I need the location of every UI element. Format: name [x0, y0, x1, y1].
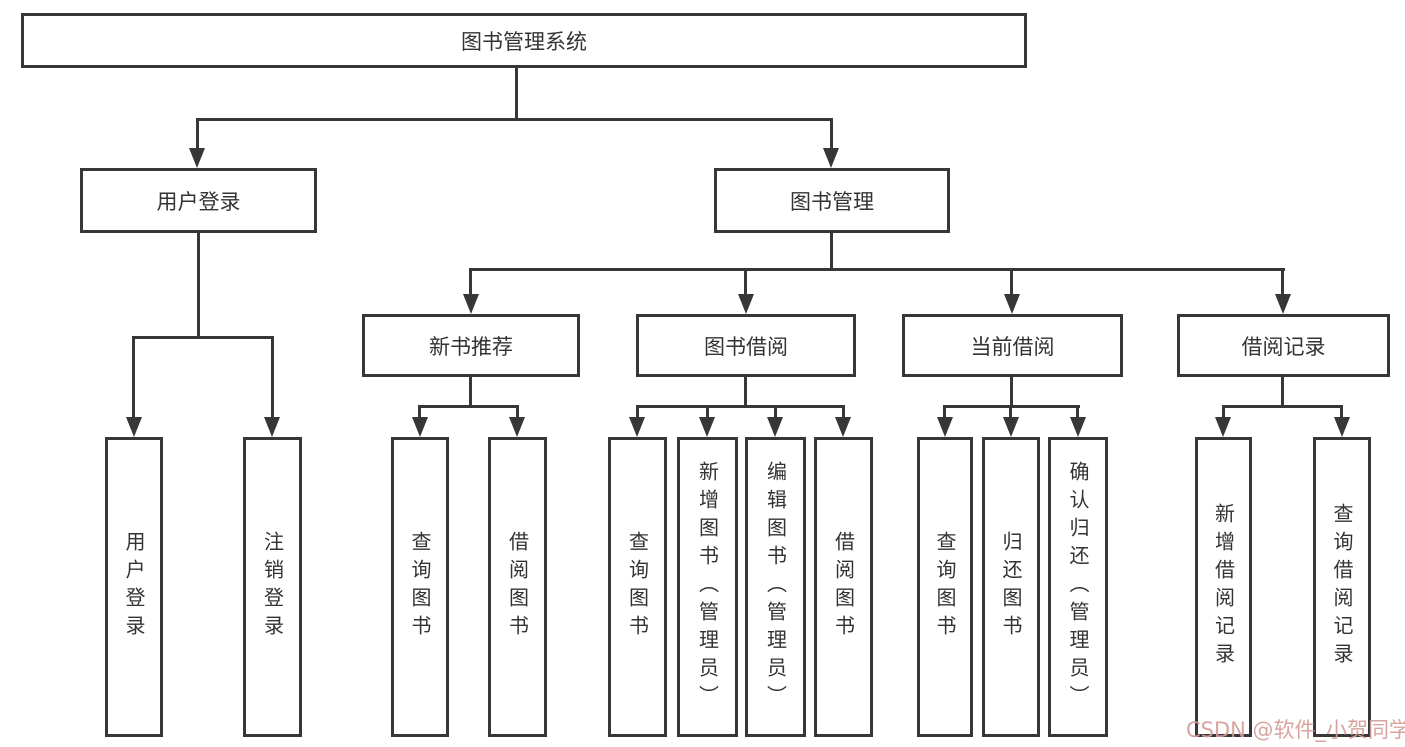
- leaf-newbook-query-label: 查询图书: [408, 531, 432, 643]
- connector-current-borrow-rail: [944, 405, 1080, 408]
- node-book-borrow-label: 图书借阅: [704, 334, 788, 359]
- leaf-borrowmod-borrow: 借阅图书: [814, 437, 873, 737]
- leaf-borrowmod-edit-label: 编辑图书（管理员）: [763, 461, 788, 713]
- leaf-record-add-label: 新增借阅记录: [1211, 503, 1236, 671]
- connector-new-book-stem: [469, 377, 472, 408]
- leaf-record-query: 查询借阅记录: [1313, 437, 1371, 737]
- leaf-user-login: 用户登录: [105, 437, 163, 737]
- connector-drop-br-query: [1340, 405, 1343, 419]
- connector-drop-book-mgmt: [830, 118, 833, 150]
- arrowhead-bb-add: [699, 417, 715, 437]
- connector-drop-nb-borrow: [516, 405, 519, 419]
- connector-drop-cb-return: [1009, 405, 1012, 419]
- arrowhead-br-add: [1215, 417, 1231, 437]
- connector-drop-cb-confirm: [1076, 405, 1079, 419]
- arrowhead-cb-confirm: [1070, 417, 1086, 437]
- leaf-current-confirm: 确认归还（管理员）: [1048, 437, 1108, 737]
- node-book-borrow: 图书借阅: [636, 314, 856, 377]
- arrowhead-br-query: [1334, 417, 1350, 437]
- node-root: 图书管理系统: [21, 13, 1027, 68]
- connector-drop-bb-borrow: [842, 405, 845, 419]
- node-borrow-record: 借阅记录: [1177, 314, 1390, 377]
- leaf-record-query-label: 查询借阅记录: [1330, 503, 1354, 671]
- arrowhead-bb-edit: [767, 417, 783, 437]
- connector-drop-bb-add: [706, 405, 709, 419]
- leaf-borrowmod-query-label: 查询图书: [625, 531, 650, 643]
- connector-borrow-record-stem: [1281, 377, 1284, 408]
- node-book-mgmt-label: 图书管理: [790, 189, 874, 214]
- node-book-mgmt: 图书管理: [714, 168, 950, 233]
- leaf-current-query: 查询图书: [917, 437, 973, 737]
- connector-book-borrow-rail: [636, 405, 845, 408]
- connector-drop-borrow-record: [1281, 268, 1284, 297]
- connector-drop-leaf-logout: [271, 336, 274, 420]
- node-user-login: 用户登录: [80, 168, 317, 233]
- leaf-newbook-borrow-label: 借阅图书: [505, 531, 530, 643]
- arrowhead-cb-query: [937, 417, 953, 437]
- connector-drop-nb-query: [418, 405, 421, 419]
- arrowhead-cb-return: [1003, 417, 1019, 437]
- connector-book-mgmt-rail: [469, 268, 1285, 271]
- connector-root-rail: [197, 118, 833, 121]
- leaf-newbook-borrow: 借阅图书: [488, 437, 547, 737]
- node-borrow-record-label: 借阅记录: [1241, 334, 1326, 359]
- connector-drop-bb-edit: [774, 405, 777, 419]
- arrowhead-bb-borrow: [835, 417, 851, 437]
- arrowhead-user-login: [189, 148, 205, 168]
- leaf-borrowmod-borrow-label: 借阅图书: [831, 531, 856, 643]
- arrowhead-nb-query: [412, 417, 428, 437]
- connector-user-login-rail: [133, 336, 274, 339]
- connector-drop-current-borrow: [1010, 268, 1013, 297]
- arrowhead-new-book: [463, 294, 479, 314]
- connector-drop-br-add: [1222, 405, 1225, 419]
- leaf-current-return: 归还图书: [982, 437, 1040, 737]
- connector-root-stem: [515, 68, 518, 120]
- leaf-borrowmod-query: 查询图书: [608, 437, 667, 737]
- connector-drop-new-book: [469, 268, 472, 297]
- arrowhead-leaf-logout: [264, 417, 280, 437]
- leaf-user-login-label: 用户登录: [122, 531, 146, 643]
- arrowhead-nb-borrow: [509, 417, 525, 437]
- connector-book-mgmt-stem: [830, 233, 833, 271]
- node-user-login-label: 用户登录: [156, 189, 241, 214]
- connector-drop-user-login: [196, 118, 199, 150]
- leaf-record-add: 新增借阅记录: [1195, 437, 1252, 737]
- arrowhead-book-borrow: [738, 294, 754, 314]
- leaf-borrowmod-add-label: 新增图书（管理员）: [695, 461, 720, 713]
- arrowhead-leaf-login: [126, 417, 142, 437]
- connector-new-book-rail: [419, 405, 519, 408]
- connector-borrow-record-rail: [1222, 405, 1343, 408]
- arrowhead-book-mgmt: [823, 148, 839, 168]
- csdn-watermark: CSDN @软件_小贺同学: [1186, 718, 1405, 742]
- leaf-newbook-query: 查询图书: [391, 437, 449, 737]
- node-current-borrow: 当前借阅: [902, 314, 1123, 377]
- arrowhead-current-borrow: [1004, 294, 1020, 314]
- leaf-logout: 注销登录: [243, 437, 302, 737]
- leaf-borrowmod-add: 新增图书（管理员）: [677, 437, 738, 737]
- node-current-borrow-label: 当前借阅: [970, 334, 1055, 359]
- connector-drop-cb-query: [943, 405, 946, 419]
- connector-drop-book-borrow: [744, 268, 747, 297]
- leaf-borrowmod-edit: 编辑图书（管理员）: [745, 437, 806, 737]
- node-new-book-label: 新书推荐: [429, 334, 513, 359]
- arrowhead-borrow-record: [1275, 294, 1291, 314]
- connector-drop-leaf-login: [132, 336, 135, 420]
- leaf-current-return-label: 归还图书: [999, 531, 1023, 643]
- leaf-current-query-label: 查询图书: [933, 531, 957, 643]
- connector-current-borrow-stem: [1010, 377, 1013, 408]
- connector-book-borrow-stem: [744, 377, 747, 408]
- leaf-logout-label: 注销登录: [260, 531, 285, 643]
- connector-drop-bb-query: [636, 405, 639, 419]
- node-root-label: 图书管理系统: [461, 29, 587, 54]
- leaf-current-confirm-label: 确认归还（管理员）: [1066, 461, 1090, 713]
- connector-user-login-stem: [197, 233, 200, 339]
- node-new-book: 新书推荐: [362, 314, 580, 377]
- arrowhead-bb-query: [629, 417, 645, 437]
